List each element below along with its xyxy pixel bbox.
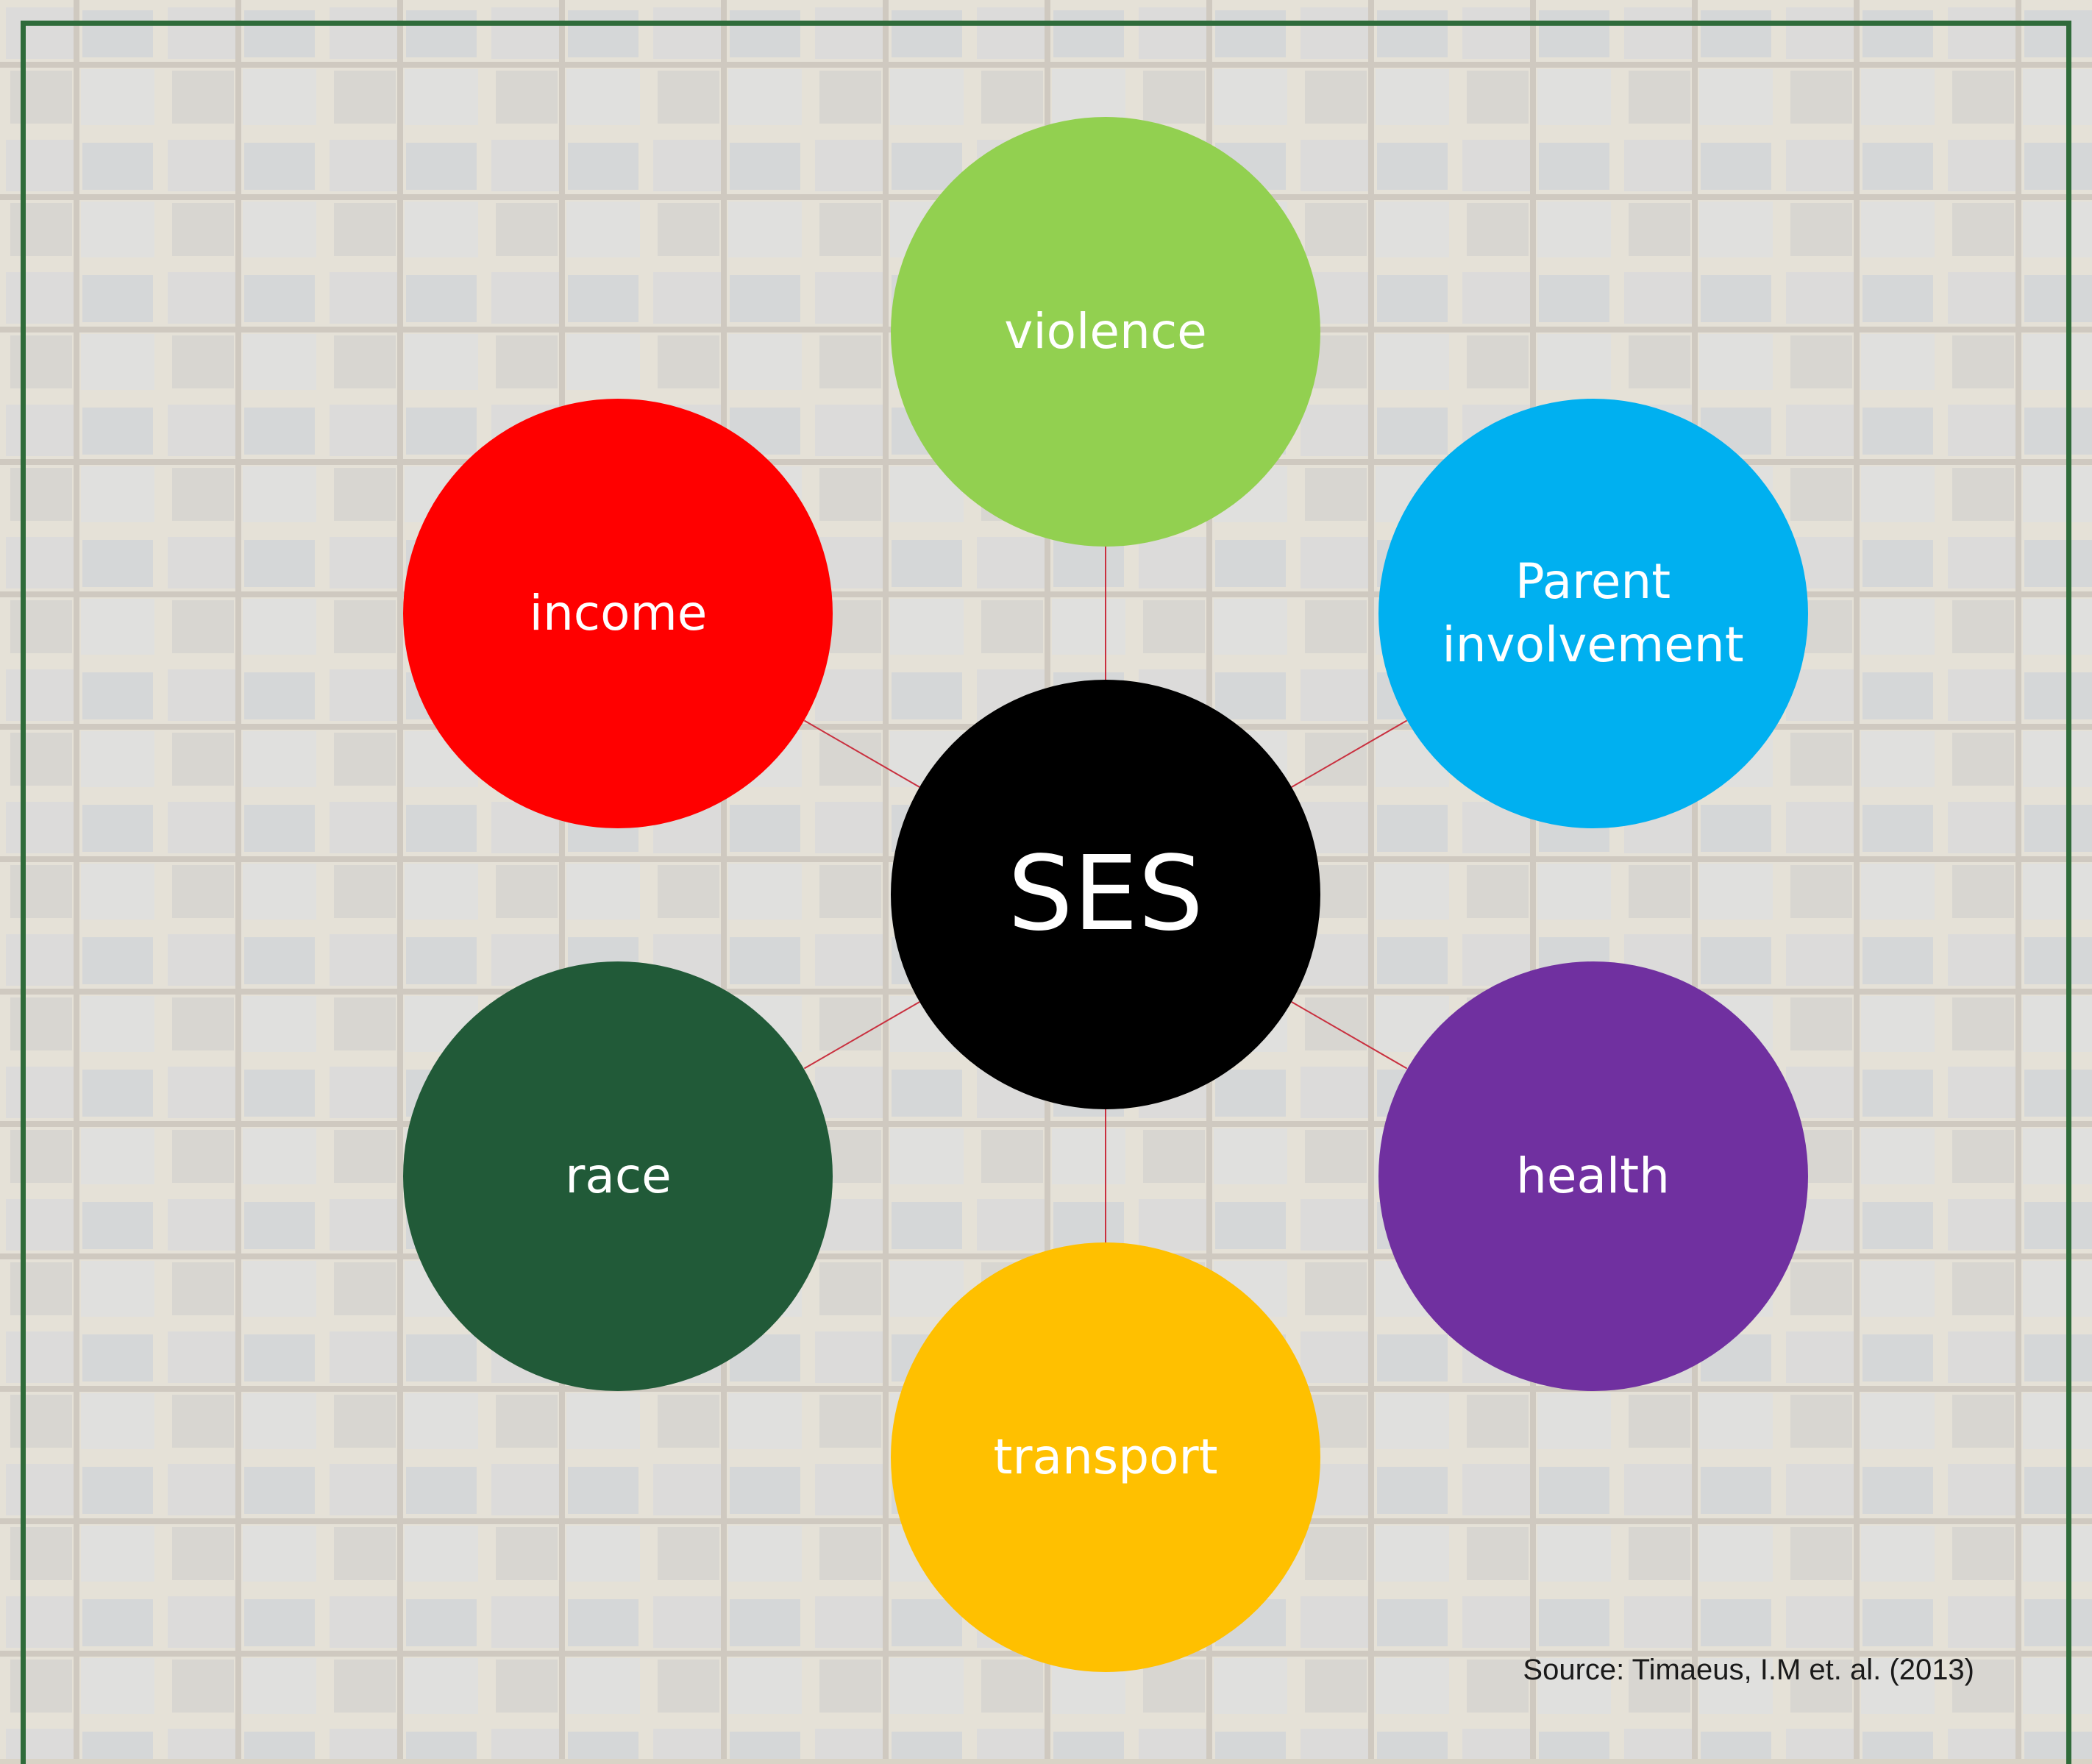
connector-lines (803, 547, 1408, 1242)
connector-health (1291, 1001, 1408, 1070)
connector-parent-involvement (1291, 719, 1408, 788)
node-center-ses-label: SES (1007, 834, 1204, 954)
source-citation: Source: Timaeus, I.M et. al. (2013) (1523, 1654, 1974, 1686)
node-parent-involvement-label: Parent involvement (1442, 552, 1744, 673)
node-parent-involvement: Parent involvement (1378, 398, 1808, 828)
node-race: race (403, 961, 833, 1391)
node-race-label: race (565, 1147, 672, 1204)
connector-race (803, 1001, 920, 1070)
node-health: health (1378, 961, 1808, 1391)
node-center-ses: SES (891, 680, 1320, 1109)
node-income-label: income (529, 584, 708, 641)
node-transport: transport (891, 1242, 1320, 1672)
connector-income (803, 719, 920, 788)
node-income: income (403, 398, 833, 828)
node-health-label: health (1516, 1147, 1670, 1204)
node-transport-label: transport (993, 1429, 1218, 1486)
node-violence: violence (891, 117, 1320, 547)
node-violence-label: violence (1004, 303, 1207, 360)
